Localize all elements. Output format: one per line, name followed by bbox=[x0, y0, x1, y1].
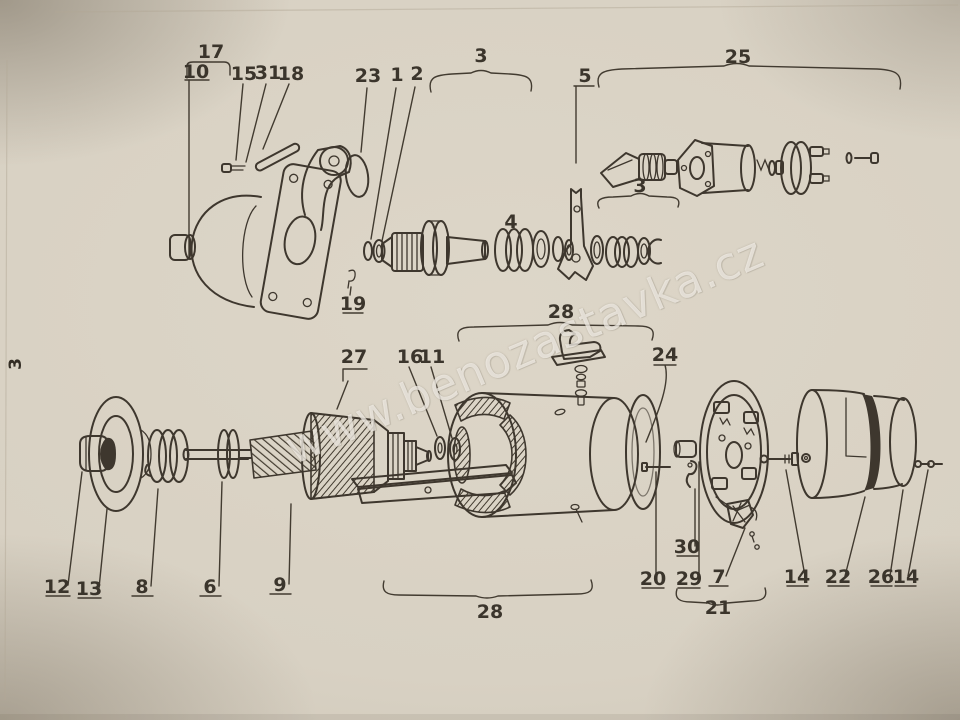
callout-11: 11 bbox=[419, 346, 445, 368]
solenoid-plunger bbox=[600, 152, 678, 188]
retainer-clip bbox=[347, 269, 356, 289]
callout-15: 15 bbox=[231, 63, 257, 85]
drive-end-housing bbox=[169, 145, 352, 320]
callout-5: 5 bbox=[578, 65, 591, 87]
callout-1: 1 bbox=[390, 64, 403, 86]
callout-labels: 17 10 15 31 18 23 1 2 3 5 25 3 4 19 28 2… bbox=[44, 41, 919, 623]
page-edge-artifacts bbox=[0, 4, 960, 720]
callout-31: 31 bbox=[255, 62, 281, 84]
callout-28-top: 28 bbox=[548, 301, 574, 323]
end-cover bbox=[873, 395, 917, 490]
terminal-bracket-and-screws bbox=[551, 329, 606, 406]
callout-24: 24 bbox=[652, 344, 678, 366]
buffer-spring bbox=[494, 228, 534, 272]
callout-20: 20 bbox=[640, 568, 666, 590]
housing-screw bbox=[221, 163, 246, 173]
through-pin bbox=[641, 462, 671, 472]
end-plate-disc bbox=[88, 396, 152, 512]
callout-7: 7 bbox=[712, 566, 725, 588]
callout-29: 29 bbox=[676, 568, 702, 590]
shift-fork-lever bbox=[557, 188, 594, 281]
page-number: 3 bbox=[6, 358, 26, 370]
callout-3-top: 3 bbox=[474, 45, 487, 67]
callout-23: 23 bbox=[355, 65, 381, 87]
callout-6: 6 bbox=[203, 576, 216, 598]
callout-16: 16 bbox=[397, 346, 423, 368]
callout-8: 8 bbox=[135, 576, 148, 598]
callout-leaders bbox=[45, 61, 929, 606]
cap-screw bbox=[845, 152, 879, 164]
callout-21: 21 bbox=[705, 597, 731, 619]
callout-3-plunger: 3 bbox=[633, 175, 646, 197]
solenoid-cap bbox=[780, 141, 830, 195]
callout-28-bottom: 28 bbox=[477, 601, 503, 623]
yoke-with-field-coils bbox=[447, 392, 639, 523]
brush-with-lead bbox=[726, 499, 760, 550]
callout-25: 25 bbox=[725, 46, 751, 68]
callout-2: 2 bbox=[410, 63, 423, 85]
callout-18: 18 bbox=[278, 63, 304, 85]
oval-gasket bbox=[344, 154, 370, 198]
callout-26: 26 bbox=[868, 566, 894, 588]
callout-9: 9 bbox=[273, 574, 286, 596]
helical-spline bbox=[249, 430, 317, 479]
gasket-disc bbox=[625, 394, 661, 510]
callout-4: 4 bbox=[504, 211, 517, 233]
insulator-sleeve bbox=[673, 440, 697, 458]
cover-band bbox=[796, 389, 881, 499]
brush-end-plate bbox=[699, 380, 769, 524]
callout-14-screws: 14 bbox=[893, 566, 919, 588]
cover-screws bbox=[914, 460, 943, 468]
callout-12: 12 bbox=[44, 576, 70, 598]
callout-19: 19 bbox=[340, 293, 366, 315]
bendix-drive bbox=[381, 220, 489, 276]
plunger-spring-set bbox=[605, 236, 662, 268]
brake-spring bbox=[144, 429, 189, 483]
callout-13: 13 bbox=[76, 578, 102, 600]
callout-17: 17 bbox=[198, 41, 224, 63]
shaft-and-collar bbox=[182, 429, 252, 479]
callout-10: 10 bbox=[183, 61, 209, 83]
callout-30: 30 bbox=[674, 536, 700, 558]
spring-clip bbox=[685, 460, 698, 488]
callout-27: 27 bbox=[341, 346, 367, 368]
solenoid-body bbox=[677, 139, 784, 197]
callout-22: 22 bbox=[825, 566, 851, 588]
fork-washer bbox=[590, 235, 604, 265]
lever-pin bbox=[254, 142, 301, 172]
callout-14-bolt: 14 bbox=[784, 566, 810, 588]
